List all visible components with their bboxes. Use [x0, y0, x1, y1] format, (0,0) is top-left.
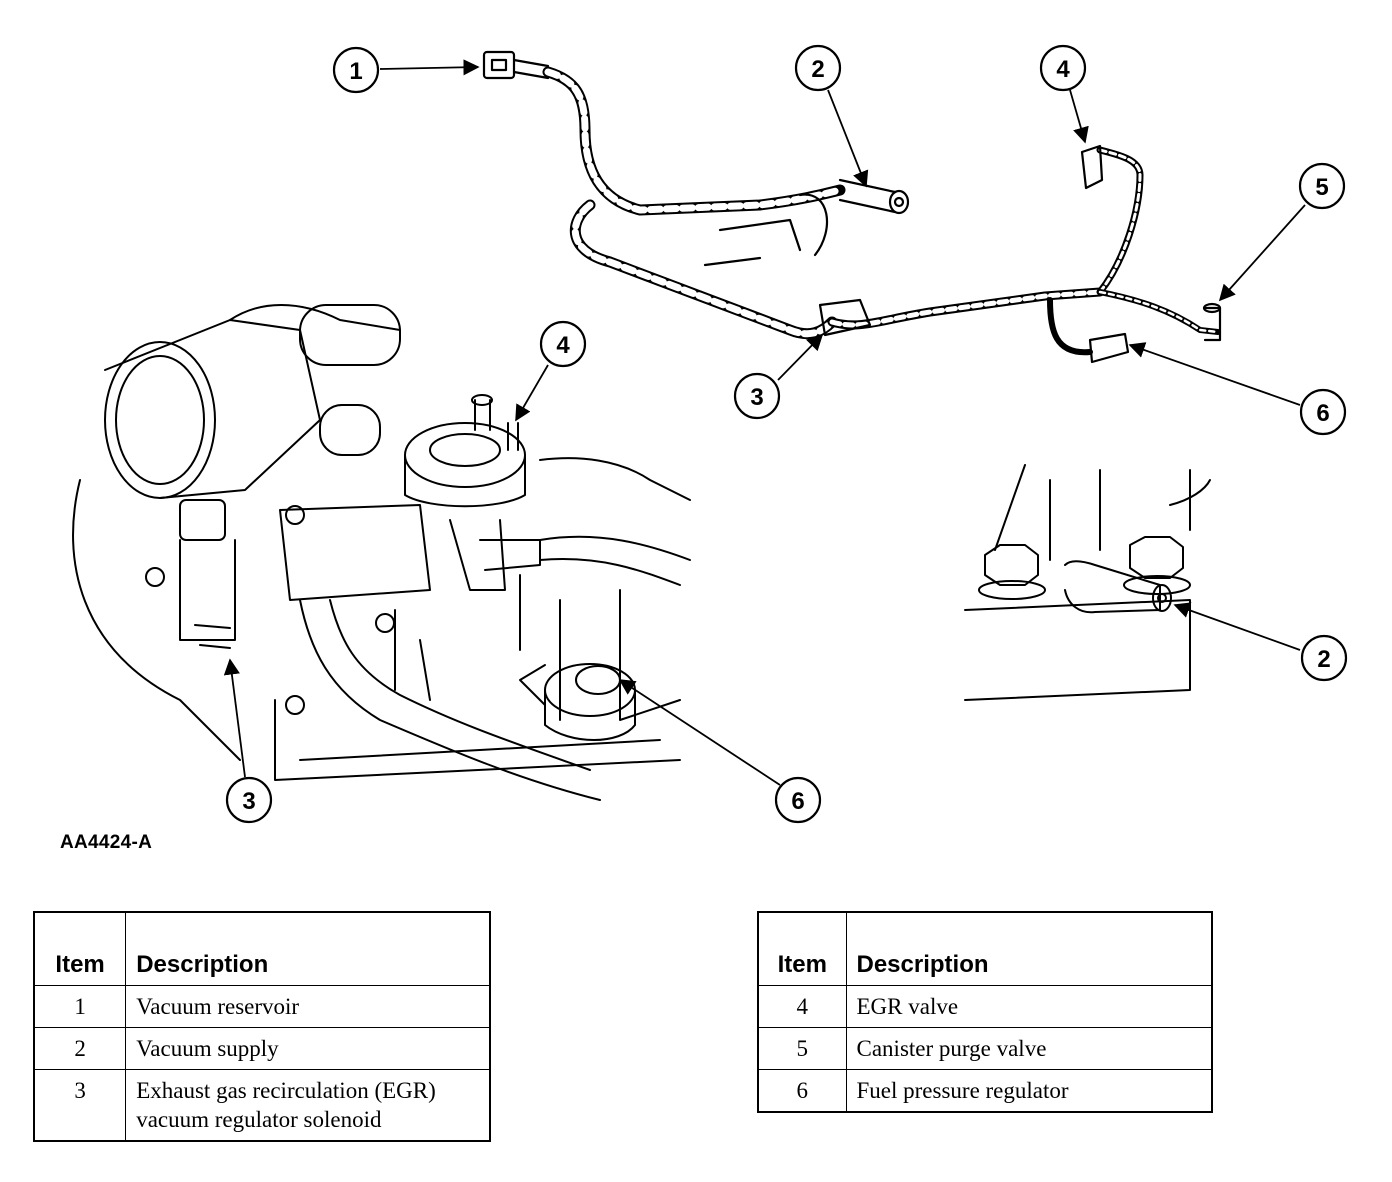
legend-header-description: Description [845, 911, 1213, 986]
svg-text:3: 3 [750, 384, 763, 411]
legend-item-description: Fuel pressure regulator [845, 1069, 1213, 1113]
callout-top-3: 3 [733, 372, 781, 420]
vacuum-reservoir-connector [482, 50, 550, 80]
leader-engine-4 [515, 364, 549, 422]
legend-item-description: Vacuum supply [125, 1027, 491, 1070]
legend-table-left: Item Description 1 Vacuum reservoir 2 Va… [33, 911, 491, 1142]
leader-arrows [223, 59, 1306, 786]
legend-row: 3 Exhaust gas recirculation (EGR) vacuum… [33, 1069, 491, 1142]
leader-top-2 [827, 89, 869, 188]
leader-detail-2 [1173, 602, 1301, 651]
throttle-body-bore [104, 341, 216, 499]
vacuum-supply-detail-drawing [964, 464, 1211, 701]
legend-item-number: 4 [757, 985, 847, 1028]
svg-text:5: 5 [1315, 174, 1328, 201]
vacuum-routing-diagram: 1 2 3 4 5 6 3 4 6 2 [72, 44, 1348, 824]
callout-top-2: 2 [794, 44, 842, 92]
leader-top-4 [1069, 89, 1089, 144]
svg-text:1: 1 [349, 58, 362, 85]
legend-item-number: 3 [33, 1069, 127, 1142]
legend-row: 4 EGR valve [757, 985, 1213, 1028]
legend-header-item: Item [33, 911, 127, 986]
legend-item-number: 5 [757, 1027, 847, 1070]
legend-header-row: Item Description [757, 911, 1213, 986]
legend-header-item: Item [757, 911, 847, 986]
vacuum-port-opening [1152, 584, 1172, 612]
legend-item-description: Vacuum reservoir [125, 985, 491, 1028]
vacuum-harness-drawing [482, 50, 1222, 364]
svg-text:3: 3 [242, 788, 255, 815]
leader-top-3 [777, 333, 824, 381]
svg-text:4: 4 [556, 332, 570, 359]
svg-text:4: 4 [1056, 56, 1070, 83]
callout-top-6: 6 [1299, 388, 1347, 436]
svg-text:6: 6 [791, 788, 804, 815]
engine-intake-drawing [72, 304, 691, 801]
legend-row: 1 Vacuum reservoir [33, 985, 491, 1028]
legend-header-description: Description [125, 911, 491, 986]
callout-engine-6: 6 [774, 776, 822, 824]
callout-detail-2: 2 [1300, 634, 1348, 682]
legend-item-number: 1 [33, 985, 127, 1028]
legend-row: 5 Canister purge valve [757, 1027, 1213, 1070]
legend-item-description: EGR valve [845, 985, 1213, 1028]
legend-item-number: 2 [33, 1027, 127, 1070]
svg-text:2: 2 [811, 56, 824, 83]
callout-top-1: 1 [332, 46, 380, 94]
callout-top-5: 5 [1298, 162, 1346, 210]
legend-item-description: Exhaust gas recirculation (EGR) vacuum r… [125, 1069, 491, 1142]
legend-item-number: 6 [757, 1069, 847, 1113]
fuel-pressure-regulator-body [544, 663, 636, 717]
leader-engine-6 [618, 679, 781, 786]
legend-item-description: Canister purge valve [845, 1027, 1213, 1070]
leader-engine-3 [223, 658, 246, 778]
harness-main [542, 66, 846, 216]
svg-text:2: 2 [1317, 646, 1330, 673]
callout-engine-3: 3 [225, 776, 273, 824]
svg-text:6: 6 [1316, 400, 1329, 427]
legend-row: 6 Fuel pressure regulator [757, 1069, 1213, 1113]
callout-engine-4: 4 [539, 320, 587, 368]
legend-row: 2 Vacuum supply [33, 1027, 491, 1070]
leader-top-5 [1218, 204, 1306, 302]
legend-table-right: Item Description 4 EGR valve 5 Canister … [757, 911, 1213, 1113]
leader-top-6 [1128, 342, 1301, 406]
leader-top-1 [379, 59, 480, 76]
figure-id: AA4424-A [60, 832, 153, 853]
legend-header-row: Item Description [33, 911, 491, 986]
callout-top-4: 4 [1039, 44, 1087, 92]
